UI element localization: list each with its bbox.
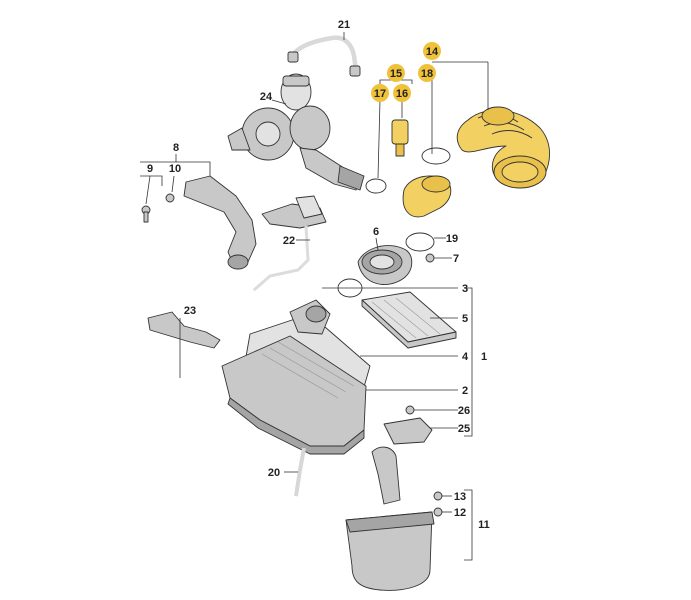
callout-2: 2	[462, 385, 468, 397]
callout-23: 23	[184, 305, 196, 317]
part-sensor-assembly	[365, 119, 452, 218]
callout-15: 15	[390, 68, 402, 80]
callout-4: 4	[462, 351, 469, 363]
callout-17: 17	[374, 88, 386, 100]
part-bracket-hose	[253, 195, 327, 292]
callout-25: 25	[458, 423, 470, 435]
callout-22: 22	[283, 235, 295, 247]
callout-10: 10	[169, 163, 181, 175]
callout-21: 21	[338, 19, 350, 31]
part-resonator	[345, 446, 443, 591]
badge-14	[423, 42, 441, 60]
callout-20: 20	[268, 467, 280, 479]
leader-lines	[140, 32, 489, 561]
callout-13: 13	[454, 491, 466, 503]
callout-11: 11	[478, 519, 490, 531]
part-drain-hose	[294, 447, 306, 497]
highlight-badges	[371, 42, 441, 102]
part-air-duct	[141, 175, 257, 270]
part-vacuum-hose	[287, 35, 361, 77]
callout-1: 1	[481, 351, 487, 363]
callout-6: 6	[373, 226, 379, 238]
callout-24: 24	[260, 91, 273, 103]
callout-18: 18	[421, 68, 433, 80]
badge-16	[393, 84, 411, 102]
part-intake-pipe	[456, 106, 550, 189]
callout-5: 5	[462, 313, 468, 325]
badge-17	[371, 84, 389, 102]
part-turbocharger	[227, 73, 365, 191]
callout-3: 3	[462, 283, 468, 295]
part-sleeve-clamp	[337, 232, 435, 298]
badge-15	[387, 64, 405, 82]
callout-8: 8	[173, 142, 179, 154]
part-holder	[383, 405, 433, 445]
callout-12: 12	[454, 507, 466, 519]
callout-14: 14	[426, 46, 439, 58]
callout-26: 26	[458, 405, 470, 417]
badge-18	[418, 64, 436, 82]
callout-16: 16	[396, 88, 408, 100]
part-mounting-bracket	[147, 311, 221, 349]
callout-19: 19	[446, 233, 458, 245]
callout-9: 9	[147, 163, 153, 175]
callout-labels: 21 24 14 15 18 17 16 8 9 10 22 6 19 7 3 …	[147, 19, 490, 531]
part-air-filter-housing	[221, 299, 371, 455]
callout-7: 7	[453, 253, 459, 265]
part-filter-element	[361, 291, 457, 349]
